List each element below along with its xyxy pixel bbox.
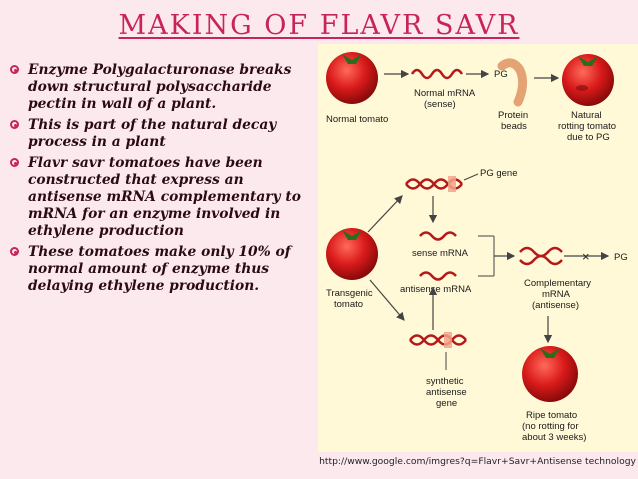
label-pg-gene: PG gene [480, 168, 518, 179]
bullet-item: These tomatoes make only 10% of normal a… [8, 244, 313, 295]
blocked-x-icon: × [582, 249, 590, 264]
rotting-tomato-icon [562, 54, 614, 106]
ripe-tomato-icon [522, 346, 578, 402]
bullet-list: Enzyme Polygalacturonase breaks down str… [8, 62, 313, 299]
label-antisense-mrna: antisense mRNA [400, 284, 472, 295]
arrow [367, 195, 403, 233]
protein-beads-icon [497, 58, 528, 107]
bullet-text: These tomatoes make only 10% of normal a… [28, 244, 291, 294]
bullet-text: Enzyme Polygalacturonase breaks down str… [28, 62, 292, 112]
label-beads: beads [501, 121, 527, 132]
gene-insert-marker [448, 176, 456, 192]
label-sense-mrna: sense mRNA [412, 248, 469, 259]
label-complementary: Complementary [524, 278, 591, 289]
label-about-weeks: about 3 weeks) [522, 432, 586, 443]
label-tomato: tomato [334, 299, 363, 310]
flavr-savr-diagram: Normal tomato Normal mRNA (sense) PG Pro… [318, 44, 638, 452]
gene-insert-marker [444, 332, 452, 348]
label-ripe-tomato: Ripe tomato [526, 410, 577, 421]
bullet-text: This is part of the natural decay proces… [28, 117, 277, 150]
label-due-to-pg: due to PG [567, 132, 610, 143]
sense-mrna-strand-icon [419, 231, 457, 241]
bullet-item: Enzyme Polygalacturonase breaks down str… [8, 62, 313, 113]
label-normal-tomato: Normal tomato [326, 114, 388, 125]
antisense-mrna-strand-icon [419, 271, 457, 281]
bullet-text: Flavr savr tomatoes have been constructe… [28, 155, 301, 239]
bullet-item: Flavr savr tomatoes have been constructe… [8, 155, 313, 240]
slide-title: MAKING OF FLAVR SAVR [118, 10, 520, 41]
label-protein: Protein [498, 110, 528, 121]
arrow [369, 279, 405, 321]
label-transgenic: Transgenic [326, 288, 373, 299]
normal-mrna-strand-icon [410, 68, 464, 80]
label-sense: (sense) [424, 99, 456, 110]
bullet-icon [10, 158, 19, 167]
label-antisense-paren: (antisense) [532, 300, 579, 311]
label-normal-mrna: Normal mRNA [414, 88, 476, 99]
label-no-rotting: (no rotting for [522, 421, 579, 432]
label-mrna: mRNA [542, 289, 571, 300]
label-synthetic: synthetic [426, 376, 464, 387]
label-pg: PG [494, 69, 508, 80]
source-caption: http://www.google.com/imgres?q=Flavr+Sav… [319, 456, 636, 467]
label-antisense: antisense [426, 387, 467, 398]
label-gene: gene [436, 398, 457, 409]
bullet-icon [10, 65, 19, 74]
bullet-item: This is part of the natural decay proces… [8, 117, 313, 151]
transgenic-tomato-icon [326, 228, 378, 280]
label-rotting-tomato: rotting tomato [558, 121, 616, 132]
normal-tomato-icon [326, 52, 378, 104]
bullet-icon [10, 120, 19, 129]
label-natural: Natural [571, 110, 602, 121]
label-pg-blocked: PG [614, 252, 628, 263]
bullet-icon [10, 247, 19, 256]
